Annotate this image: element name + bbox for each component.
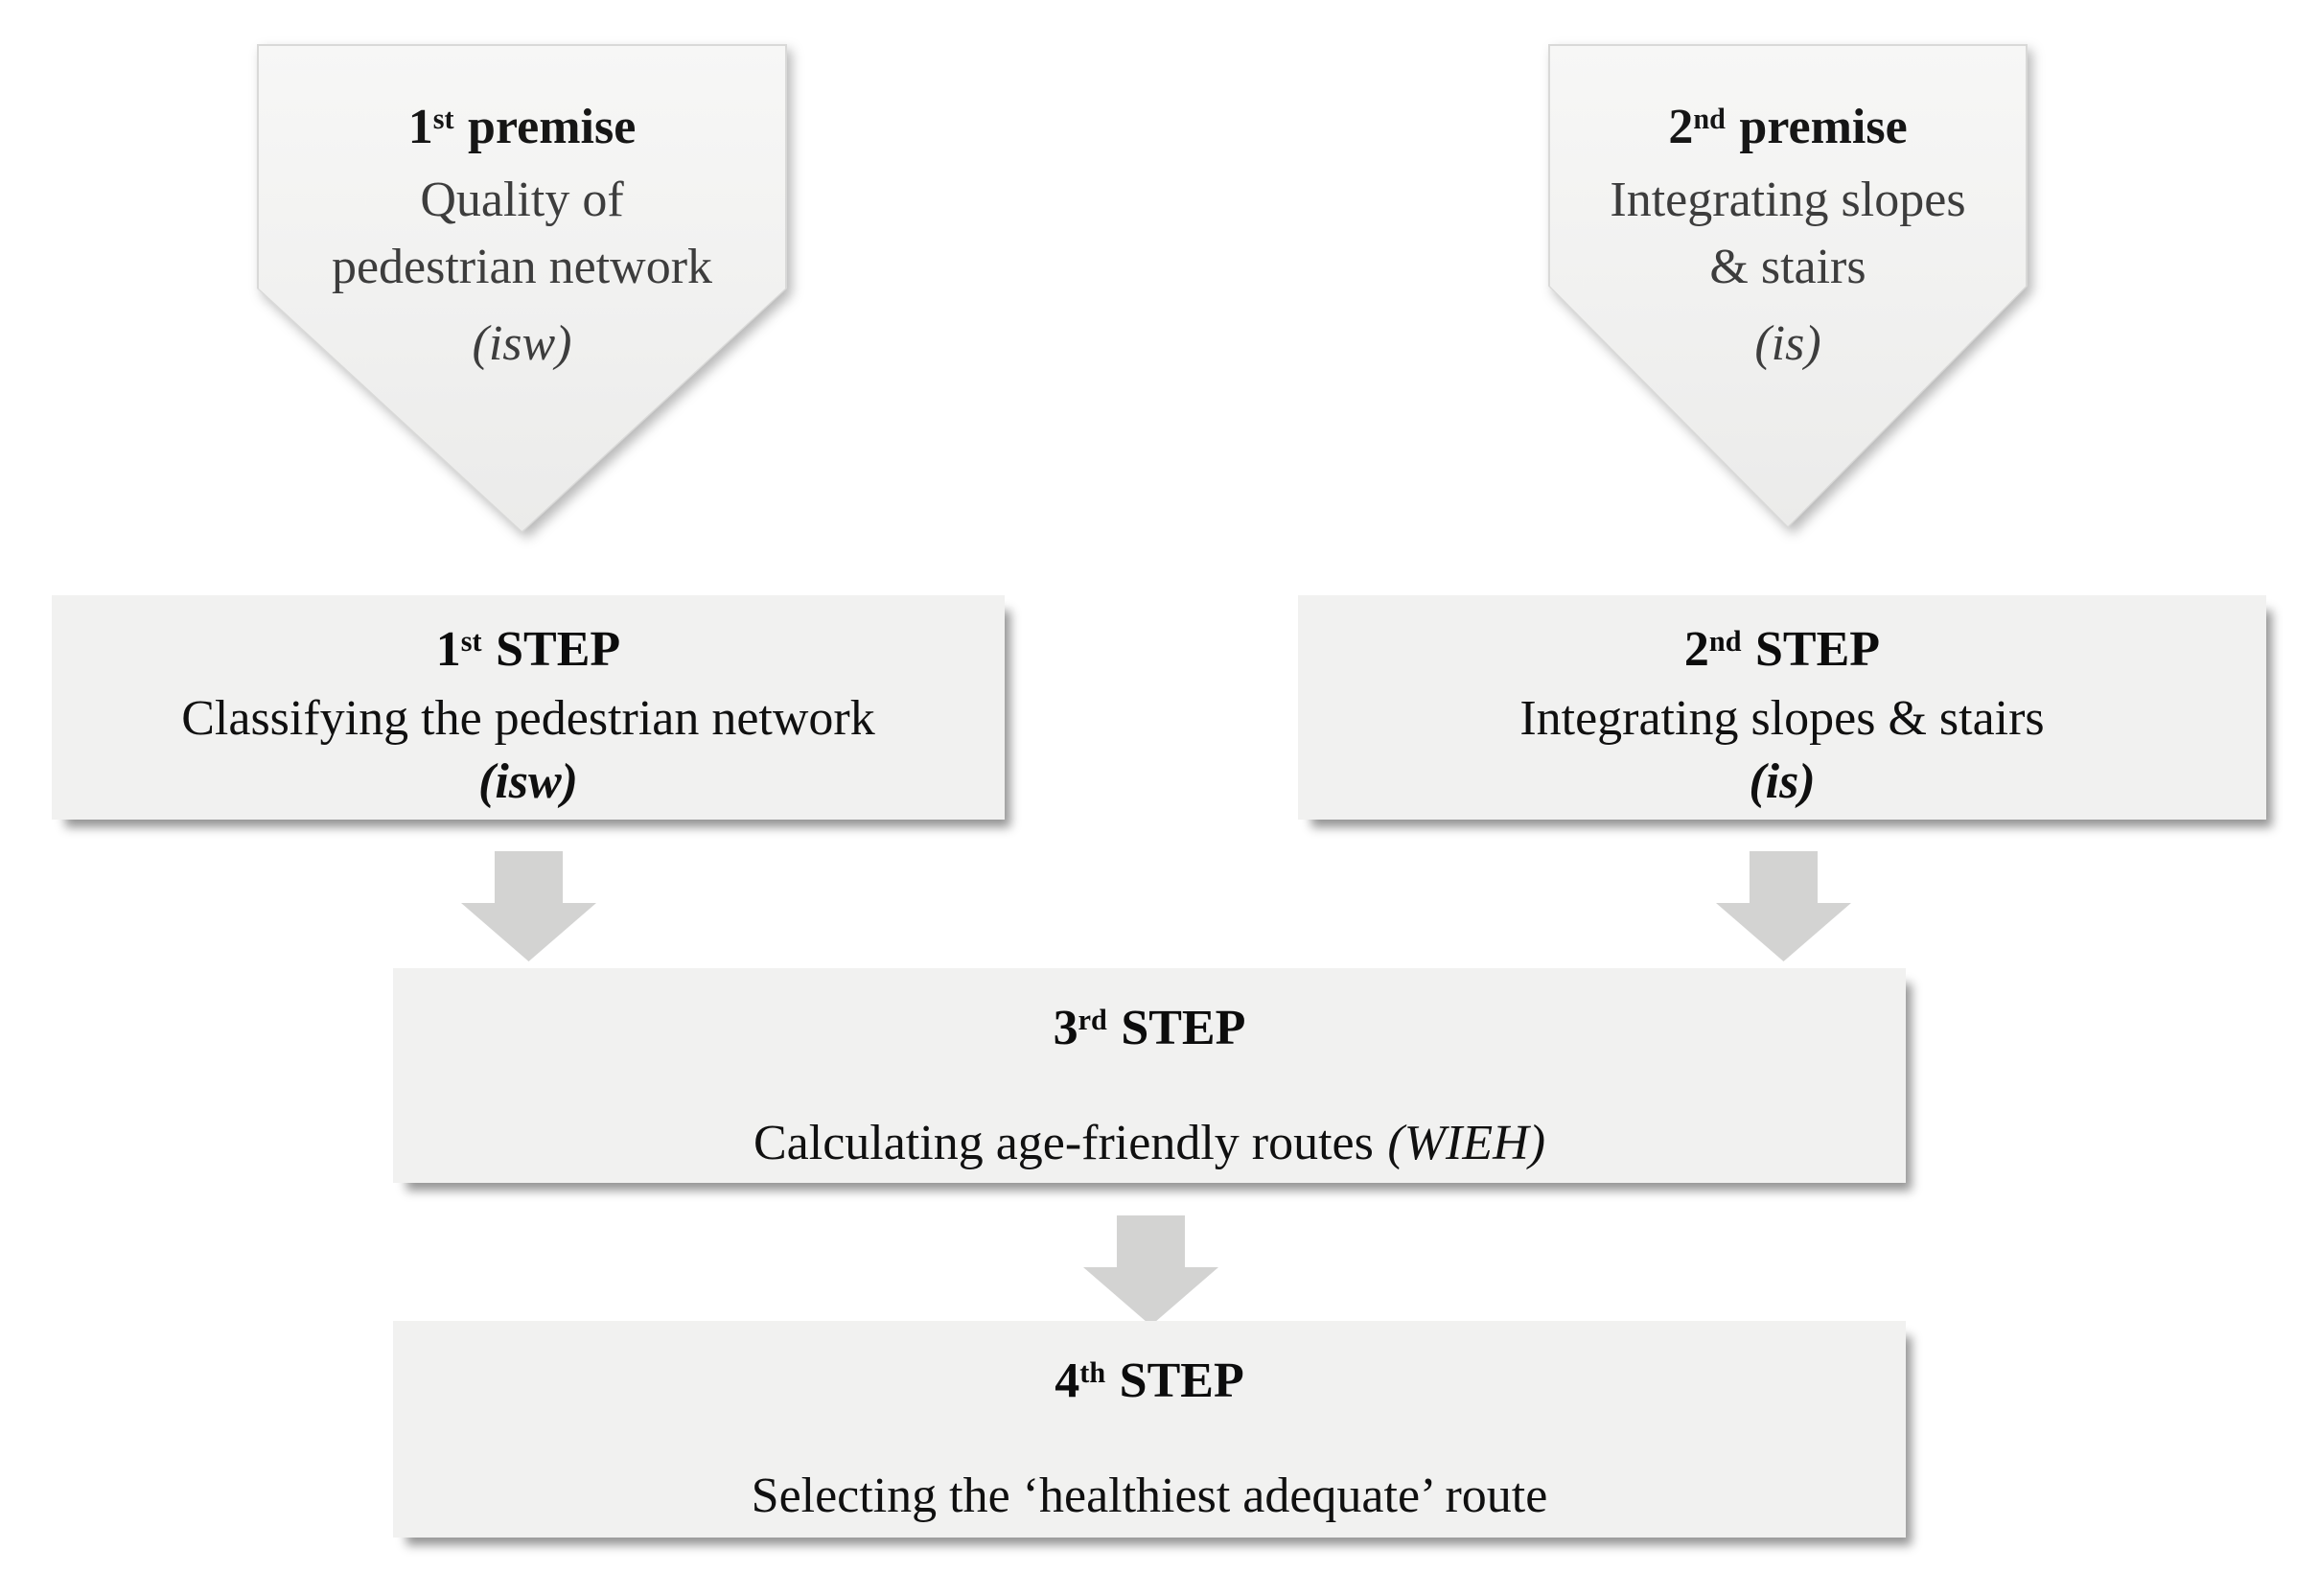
step-1-description: Classifying the pedestrian network xyxy=(181,691,875,746)
flow-arrow-step3-to-step4 xyxy=(1083,1215,1218,1326)
premise-2-line: Integrating slopes xyxy=(1610,173,1966,227)
step-2-description: Integrating slopes & stairs xyxy=(1519,691,2045,746)
step-3-description: Calculating age-friendly routes(WIEH) xyxy=(753,1116,1546,1170)
premise-1-line: pedestrian network xyxy=(331,240,713,294)
step-4-description: Selecting the ‘healthiest adequate’ rout… xyxy=(751,1469,1548,1523)
flow-arrow-step2-to-step3 xyxy=(1716,851,1851,961)
step-2-code: (is) xyxy=(1749,754,1816,809)
premise-1-line: Quality of xyxy=(420,173,624,227)
step-3-code: (WIEH) xyxy=(1387,1116,1546,1170)
flow-arrow-step1-to-step3 xyxy=(461,851,596,961)
step-1-code: (isw) xyxy=(478,754,578,809)
premise-2-line: & stairs xyxy=(1709,240,1866,294)
premise-2-code: (is) xyxy=(1754,316,1821,371)
premise-1-code: (isw) xyxy=(472,316,572,371)
